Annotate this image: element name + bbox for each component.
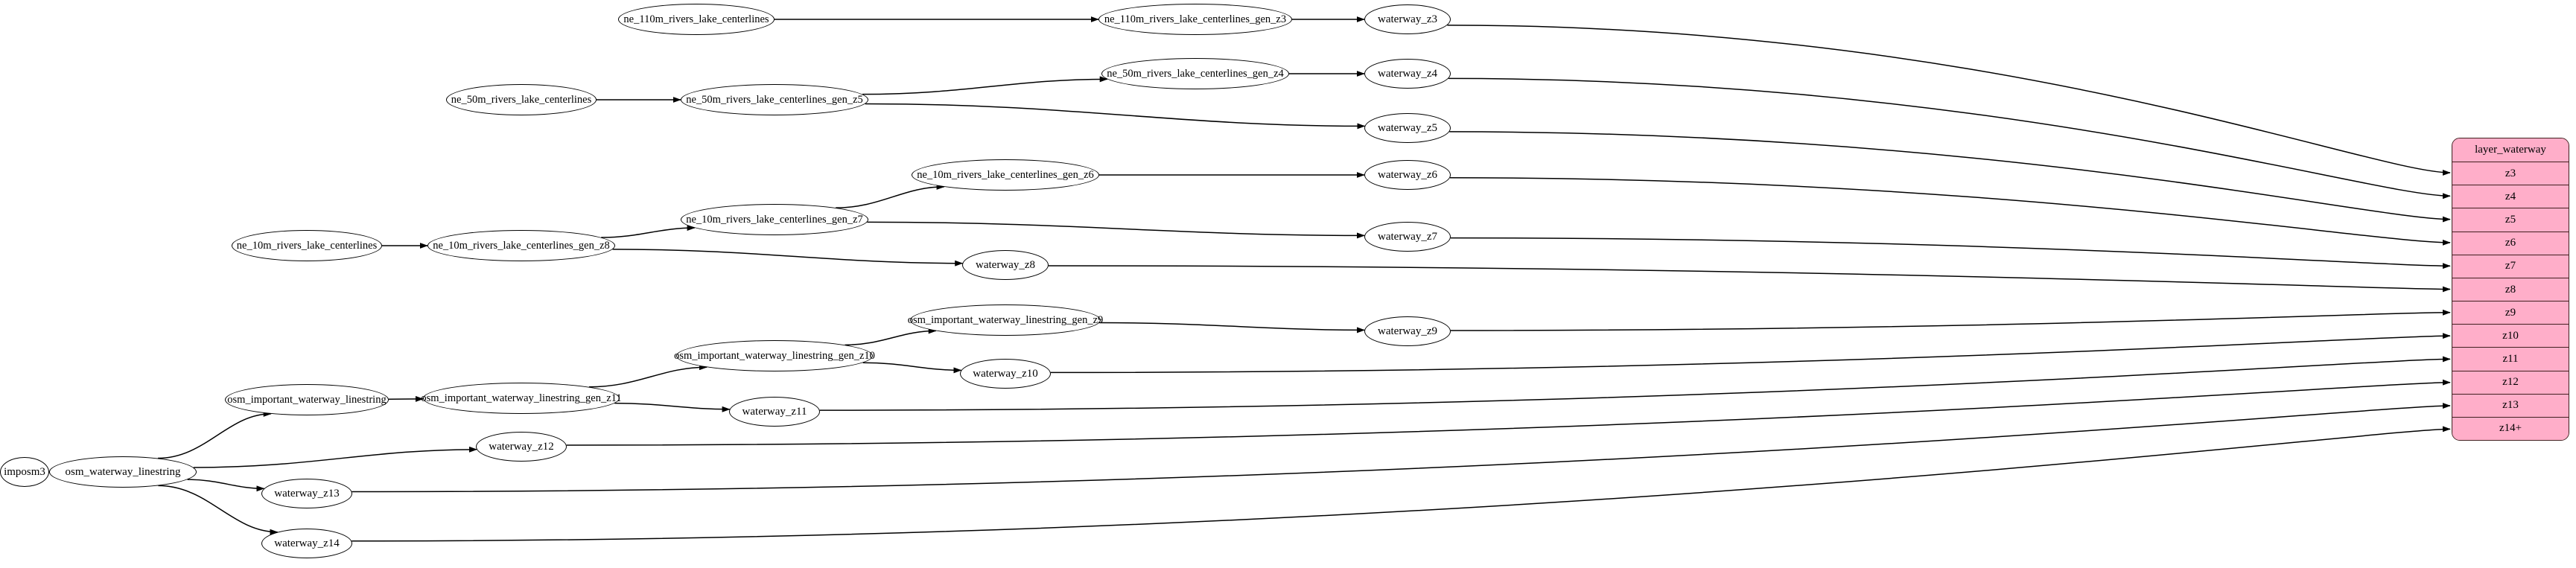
graph-node-label: ne_110m_rivers_lake_centerlines bbox=[623, 13, 769, 25]
graph-edge bbox=[845, 328, 937, 346]
graph-node-waterway-z4[interactable]: waterway_z4 bbox=[1364, 59, 1451, 89]
legend-row-z8[interactable]: z8 bbox=[2452, 277, 2569, 301]
graph-node-label: osm_important_waterway_linestring_gen_z1… bbox=[421, 392, 622, 404]
graph-edge bbox=[1450, 237, 2451, 269]
graph-node-label: waterway_z4 bbox=[1378, 67, 1437, 80]
graph-edge bbox=[187, 479, 265, 492]
graph-node-osm-iwl[interactable]: osm_important_waterway_linestring bbox=[225, 384, 389, 415]
graph-node-label: waterway_z14 bbox=[274, 537, 340, 549]
legend-row-z11[interactable]: z11 bbox=[2452, 347, 2569, 371]
legend-row-z7[interactable]: z7 bbox=[2452, 254, 2569, 278]
legend-row-z14plus[interactable]: z14+ bbox=[2452, 416, 2569, 440]
graph-node-ne50-z4[interactable]: ne_50m_rivers_lake_centerlines_gen_z4 bbox=[1101, 58, 1289, 89]
graph-edge bbox=[862, 76, 1108, 95]
graph-node-waterway-z8[interactable]: waterway_z8 bbox=[962, 250, 1049, 280]
graph-node-label: ne_50m_rivers_lake_centerlines_gen_z5 bbox=[686, 93, 863, 106]
graph-node-label: imposm3 bbox=[4, 465, 45, 478]
graph-edge bbox=[862, 362, 962, 374]
graph-node-label: ne_110m_rivers_lake_centerlines_gen_z3 bbox=[1104, 13, 1287, 25]
graph-node-label: ne_10m_rivers_lake_centerlines_gen_z7 bbox=[686, 213, 863, 226]
graph-node-label: waterway_z13 bbox=[274, 487, 340, 500]
graph-node-label: osm_waterway_linestring bbox=[65, 465, 181, 478]
legend-row-z13[interactable]: z13 bbox=[2452, 393, 2569, 417]
graph-node-label: waterway_z8 bbox=[976, 258, 1035, 271]
graph-edge bbox=[193, 446, 477, 468]
graph-node-label: waterway_z6 bbox=[1378, 168, 1437, 181]
graph-node-waterway-z14[interactable]: waterway_z14 bbox=[261, 529, 352, 558]
graph-edge bbox=[1448, 77, 2451, 200]
graph-node-label: ne_50m_rivers_lake_centerlines bbox=[451, 93, 592, 106]
graph-node-ne10-z6[interactable]: ne_10m_rivers_lake_centerlines_gen_z6 bbox=[912, 159, 1099, 191]
graph-node-waterway-z7[interactable]: waterway_z7 bbox=[1364, 222, 1451, 252]
graph-edge bbox=[352, 426, 2451, 542]
legend-header: layer_waterway bbox=[2452, 138, 2569, 162]
graph-edge bbox=[1449, 131, 2451, 223]
graph-node-label: ne_10m_rivers_lake_centerlines_gen_z8 bbox=[433, 239, 610, 252]
graph-edge bbox=[612, 249, 964, 267]
legend-row-z10[interactable]: z10 bbox=[2452, 324, 2569, 348]
graph-node-label: waterway_z7 bbox=[1378, 230, 1437, 243]
graph-edge bbox=[601, 225, 696, 238]
legend-row-z4[interactable]: z4 bbox=[2452, 185, 2569, 208]
graph-node-ne110[interactable]: ne_110m_rivers_lake_centerlines bbox=[618, 4, 775, 35]
graph-edge bbox=[1449, 176, 2451, 246]
graph-node-waterway-z6[interactable]: waterway_z6 bbox=[1364, 160, 1451, 190]
graph-node-waterway-z5[interactable]: waterway_z5 bbox=[1364, 113, 1451, 143]
graph-node-ne10-z8[interactable]: ne_10m_rivers_lake_centerlines_gen_z8 bbox=[427, 230, 615, 261]
graph-edge bbox=[352, 403, 2451, 493]
graph-edge bbox=[865, 103, 1366, 130]
graph-edge bbox=[566, 379, 2451, 446]
graph-node-waterway-z12[interactable]: waterway_z12 bbox=[476, 432, 567, 462]
legend-row-z3[interactable]: z3 bbox=[2452, 162, 2569, 185]
graph-edge bbox=[1050, 333, 2451, 374]
graph-node-label: ne_50m_rivers_lake_centerlines_gen_z4 bbox=[1107, 67, 1284, 80]
legend-row-z12[interactable]: z12 bbox=[2452, 370, 2569, 394]
graph-node-ne10-z7[interactable]: ne_10m_rivers_lake_centerlines_gen_z7 bbox=[681, 204, 868, 235]
legend-row-z9[interactable]: z9 bbox=[2452, 301, 2569, 325]
graph-node-osm-iwl-z10[interactable]: osm_important_waterway_linestring_gen_z1… bbox=[674, 340, 875, 371]
graph-edge bbox=[158, 485, 279, 535]
graph-edge bbox=[836, 183, 945, 208]
graph-edge bbox=[158, 410, 272, 459]
graph-node-label: waterway_z10 bbox=[973, 367, 1038, 380]
legend-row-z6[interactable]: z6 bbox=[2452, 231, 2569, 255]
graph-node-osm-wl[interactable]: osm_waterway_linestring bbox=[49, 456, 197, 488]
graph-node-imposm3[interactable]: imposm3 bbox=[0, 457, 49, 487]
graph-edge bbox=[588, 364, 707, 388]
graph-node-osm-iwl-z9[interactable]: osm_important_waterway_linestring_gen_z9 bbox=[907, 304, 1104, 336]
graph-edge bbox=[1048, 265, 2451, 293]
graph-edge bbox=[1099, 322, 1365, 334]
graph-node-label: waterway_z5 bbox=[1378, 121, 1437, 134]
graph-edge bbox=[614, 402, 731, 412]
graph-node-ne10[interactable]: ne_10m_rivers_lake_centerlines bbox=[232, 230, 382, 261]
graph-node-label: ne_10m_rivers_lake_centerlines_gen_z6 bbox=[917, 168, 1094, 181]
graph-edge bbox=[1450, 309, 2451, 331]
graph-node-waterway-z10[interactable]: waterway_z10 bbox=[960, 359, 1051, 389]
graph-node-ne110-z3[interactable]: ne_110m_rivers_lake_centerlines_gen_z3 bbox=[1098, 4, 1292, 35]
graph-edge bbox=[867, 221, 1365, 239]
graph-node-ne50[interactable]: ne_50m_rivers_lake_centerlines bbox=[446, 84, 597, 115]
graph-edge bbox=[819, 356, 2451, 411]
edge-paths bbox=[158, 16, 2451, 542]
graph-node-label: waterway_z11 bbox=[742, 405, 807, 418]
graph-node-label: ne_10m_rivers_lake_centerlines bbox=[236, 239, 378, 252]
graph-node-label: osm_important_waterway_linestring bbox=[227, 393, 387, 406]
graph-node-waterway-z3[interactable]: waterway_z3 bbox=[1364, 4, 1451, 34]
graph-edge bbox=[1447, 25, 2451, 176]
graph-node-waterway-z9[interactable]: waterway_z9 bbox=[1364, 316, 1451, 346]
graph-node-label: waterway_z3 bbox=[1378, 13, 1437, 25]
graph-node-label: osm_important_waterway_linestring_gen_z9 bbox=[907, 313, 1104, 326]
graph-node-label: waterway_z9 bbox=[1378, 325, 1437, 337]
graph-node-ne50-z5[interactable]: ne_50m_rivers_lake_centerlines_gen_z5 bbox=[681, 84, 868, 115]
graph-node-label: osm_important_waterway_linestring_gen_z1… bbox=[674, 349, 875, 362]
graph-node-label: waterway_z12 bbox=[489, 440, 554, 453]
graph-node-waterway-z13[interactable]: waterway_z13 bbox=[261, 479, 352, 508]
graph-node-waterway-z11[interactable]: waterway_z11 bbox=[729, 397, 820, 427]
graph-node-osm-iwl-z11[interactable]: osm_important_waterway_linestring_gen_z1… bbox=[421, 383, 622, 414]
legend-row-z5[interactable]: z5 bbox=[2452, 208, 2569, 232]
